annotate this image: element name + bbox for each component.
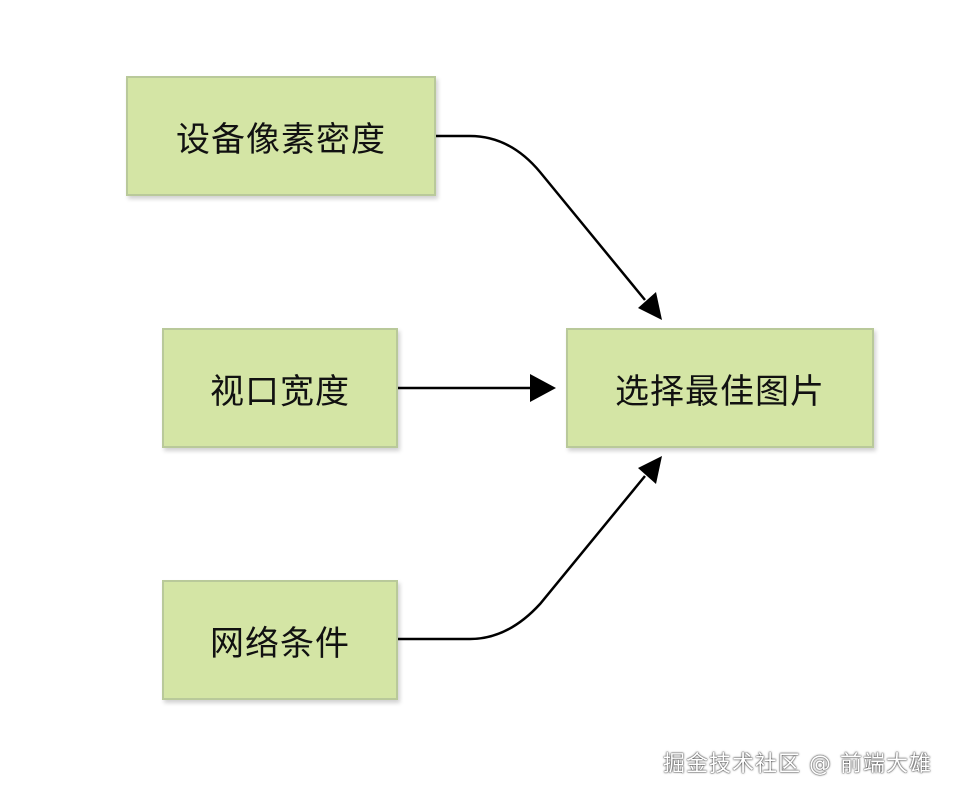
- node-device-pixel-density[interactable]: 设备像素密度: [126, 76, 436, 196]
- edge-device-to-result: [436, 134, 646, 301]
- node-network-conditions[interactable]: 网络条件: [162, 580, 398, 700]
- node-viewport-width-label: 视口宽度: [210, 371, 350, 412]
- arrowhead-network: [638, 456, 662, 484]
- arrowhead-device: [638, 292, 662, 320]
- arrowhead-viewport: [530, 374, 556, 402]
- node-network-conditions-label: 网络条件: [210, 623, 350, 664]
- node-viewport-width[interactable]: 视口宽度: [162, 328, 398, 448]
- node-select-best-image[interactable]: 选择最佳图片: [566, 328, 874, 448]
- node-device-pixel-density-label: 设备像素密度: [176, 119, 386, 160]
- node-select-best-image-label: 选择最佳图片: [615, 371, 825, 412]
- watermark: 掘金技术社区 @ 前端大雄: [663, 752, 932, 777]
- edge-network-to-result: [398, 475, 646, 641]
